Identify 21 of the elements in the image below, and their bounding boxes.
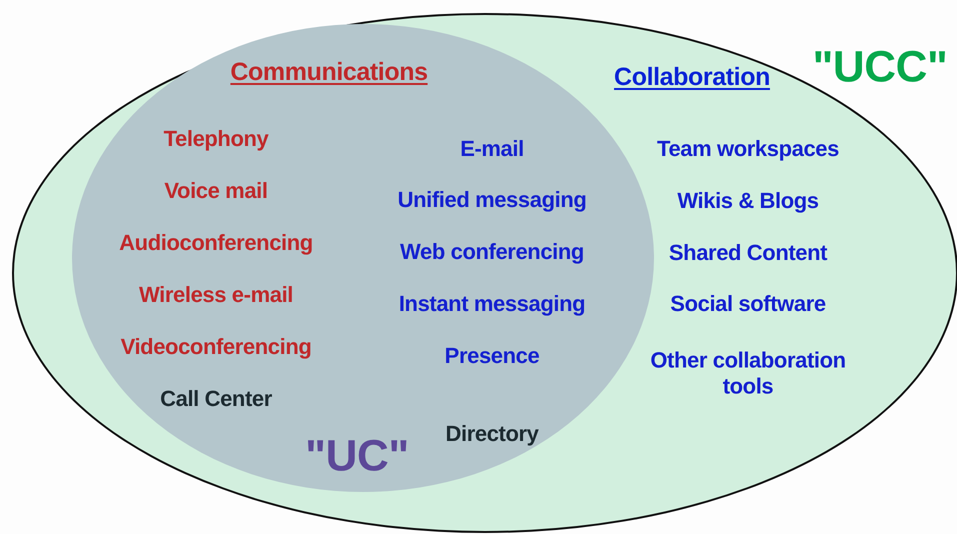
item-label: Web conferencing <box>400 238 584 266</box>
category-heading: Collaboration <box>614 62 770 92</box>
item-label: Videoconferencing <box>120 334 312 360</box>
item-label: Voice mail <box>164 178 268 204</box>
set-label: "UC" <box>305 430 409 483</box>
item-label: Wireless e-mail <box>139 282 293 308</box>
item-label: Instant messaging <box>398 290 586 318</box>
item-label: Unified messaging <box>398 186 586 214</box>
item-label: Other collaboration tools <box>649 348 847 400</box>
item-label: Wikis & Blogs <box>677 188 819 214</box>
item-label: Shared Content <box>668 240 828 266</box>
item-label: Team workspaces <box>657 136 839 162</box>
item-label: Call Center <box>160 386 272 412</box>
item-label: Presence <box>444 342 540 370</box>
item-label: Directory <box>446 420 538 448</box>
category-heading: Communications <box>230 57 428 87</box>
item-label: E-mail <box>460 136 524 162</box>
item-label: Telephony <box>164 126 268 152</box>
set-label: "UCC" <box>812 42 948 94</box>
item-label: Social software <box>670 290 826 318</box>
item-label: Audioconferencing <box>119 230 313 256</box>
